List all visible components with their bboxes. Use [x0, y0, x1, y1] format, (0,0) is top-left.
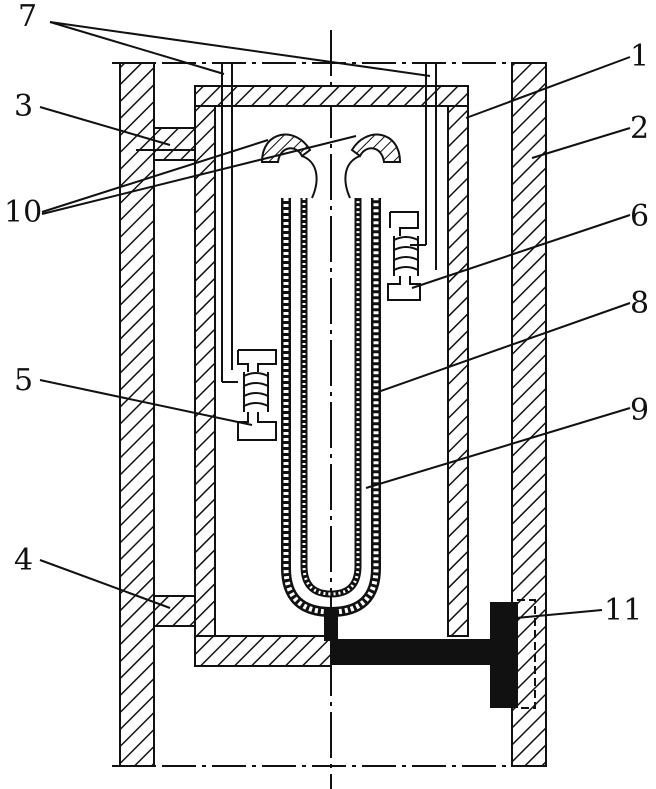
label-1: 1 [630, 39, 649, 74]
housing-right-wall [447, 105, 469, 637]
leader-1 [465, 56, 631, 119]
right-clamp [387, 211, 421, 301]
label-8: 8 [630, 286, 649, 321]
leader-7a [49, 21, 225, 75]
housing-left-wall [194, 105, 216, 637]
left-hook [260, 133, 312, 163]
label-2: 2 [630, 111, 649, 146]
label-10: 10 [4, 195, 42, 230]
label-5: 5 [14, 363, 33, 398]
lower-support [153, 595, 196, 627]
outlet-pipe [330, 639, 492, 665]
u-tube-inner-fill [302, 198, 360, 596]
leader-2 [531, 127, 631, 159]
upper-support [153, 127, 196, 161]
housing-bottom-wall [194, 635, 332, 667]
leader-9 [365, 407, 631, 489]
leader-10b [41, 135, 357, 215]
leader-11 [515, 609, 603, 619]
leader-3 [39, 106, 171, 146]
label-3: 3 [14, 89, 33, 124]
label-7: 7 [18, 0, 37, 34]
leader-10a [41, 139, 269, 213]
label-11: 11 [604, 593, 642, 628]
housing-top-wall [194, 85, 469, 107]
label-4: 4 [14, 543, 33, 578]
left-clamp [237, 349, 277, 441]
leader-4 [39, 559, 171, 609]
terminal-outline [516, 599, 536, 709]
outlet-stem [324, 609, 338, 641]
leader-6 [411, 214, 631, 289]
leader-7b [49, 21, 431, 77]
label-6: 6 [630, 199, 649, 234]
hook-neck [301, 155, 361, 199]
terminal-body [490, 602, 518, 708]
left-outer-wall [119, 62, 155, 767]
leader-8 [377, 302, 631, 393]
right-hook [350, 133, 402, 163]
label-9: 9 [630, 393, 649, 428]
leader-5 [39, 379, 253, 426]
